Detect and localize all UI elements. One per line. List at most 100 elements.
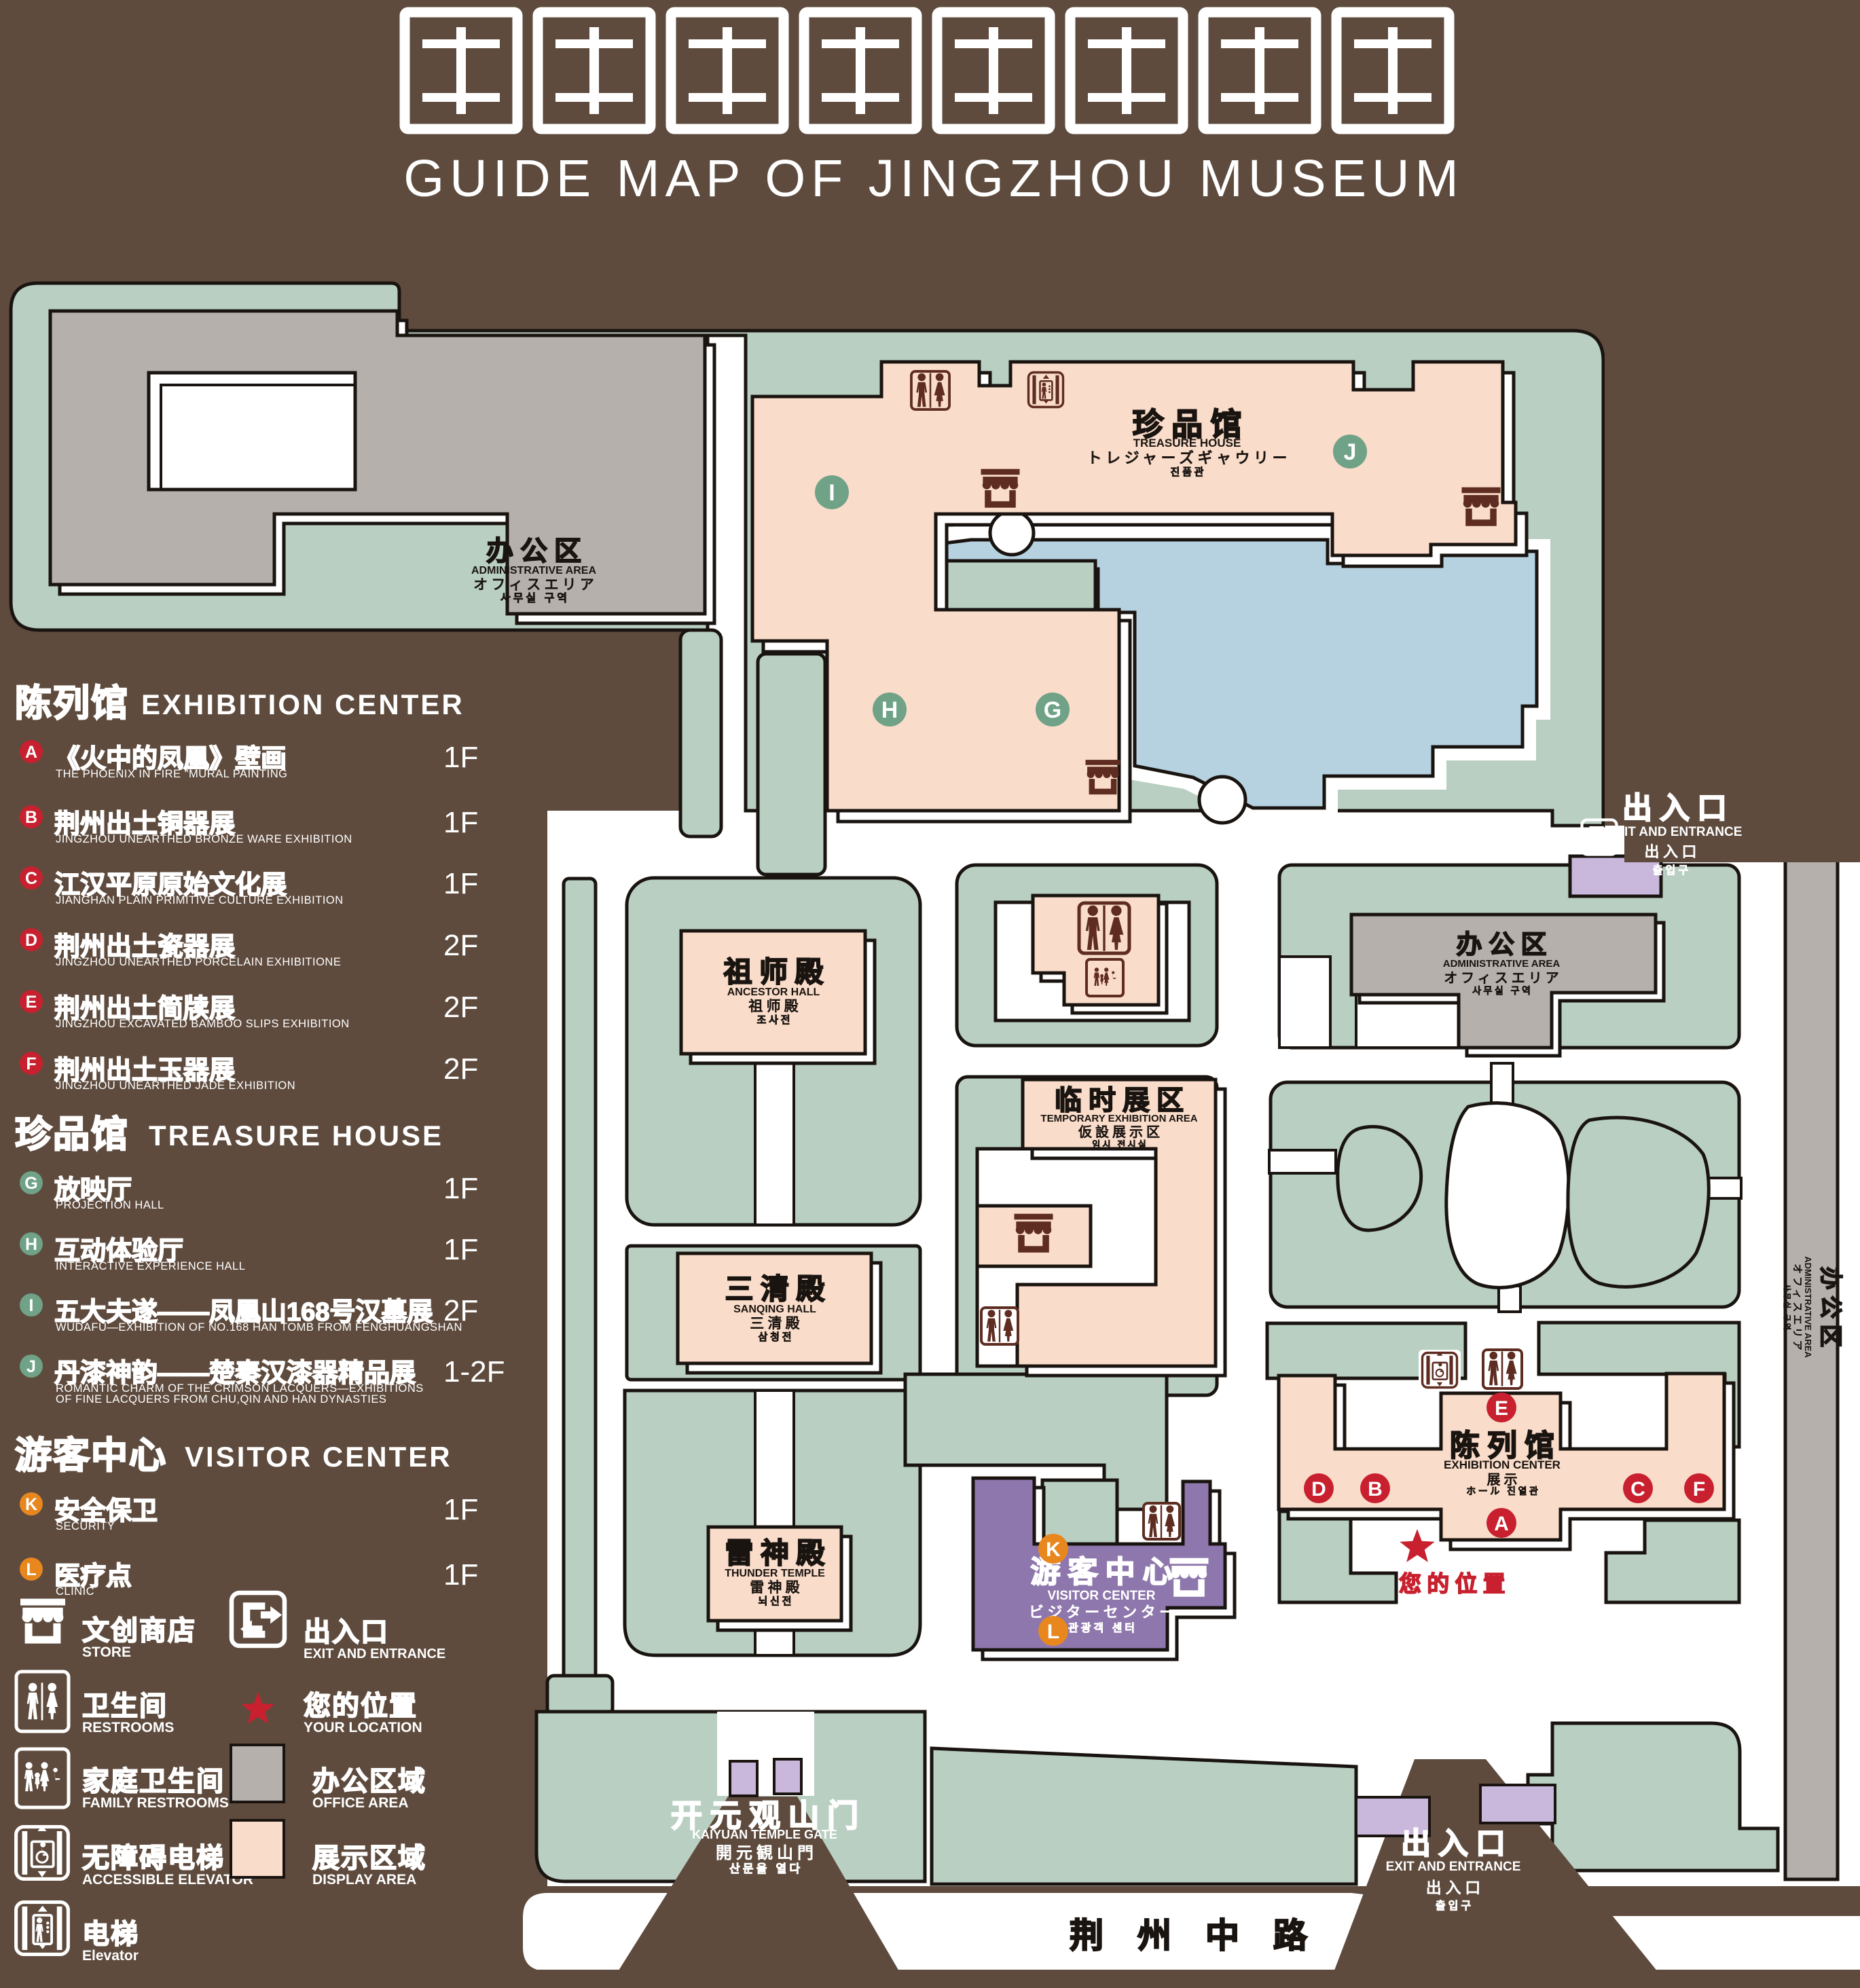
svg-text:산문을 열다: 산문을 열다 (729, 1862, 803, 1875)
svg-text:ADMINISTRATIVE AREA: ADMINISTRATIVE AREA (1443, 958, 1561, 970)
svg-text:JINGZHOU UNEARTHED PORCELAIN E: JINGZHOU UNEARTHED PORCELAIN EXHIBITIONE (56, 956, 341, 968)
svg-text:祖师殿: 祖师殿 (723, 956, 831, 988)
svg-text:办公区域: 办公区域 (312, 1767, 426, 1797)
svg-text:관광객 센터: 관광객 센터 (1068, 1621, 1137, 1634)
svg-text:オフィスエリア: オフィスエリア (1791, 1264, 1803, 1352)
svg-text:H: H (25, 1235, 37, 1254)
svg-text:CLINIC: CLINIC (56, 1585, 94, 1598)
svg-text:F: F (26, 1054, 36, 1073)
svg-text:2F: 2F (443, 1294, 478, 1327)
svg-text:K: K (25, 1495, 37, 1514)
svg-text:L: L (26, 1560, 36, 1579)
svg-text:1F: 1F (443, 1172, 478, 1205)
svg-text:トレジャーズギャウリー: トレジャーズギャウリー (1087, 449, 1291, 466)
svg-text:B: B (1368, 1478, 1383, 1501)
svg-text:사무실 구역: 사무실 구역 (500, 592, 570, 604)
svg-text:2F: 2F (443, 991, 478, 1024)
svg-text:VISITOR CENTER: VISITOR CENTER (185, 1441, 452, 1473)
svg-text:TREASURE HOUSE: TREASURE HOUSE (149, 1120, 443, 1152)
svg-text:文创商店: 文创商店 (82, 1616, 196, 1646)
svg-text:JIANGHAN PLAIN PRIMITIVE CULTU: JIANGHAN PLAIN PRIMITIVE CULTURE EXHIBIT… (56, 894, 344, 906)
svg-text:A: A (1494, 1513, 1509, 1535)
svg-text:TREASURE HOUSE: TREASURE HOUSE (1133, 437, 1241, 449)
svg-text:INTERACTIVE EXPERIENCE HALL: INTERACTIVE EXPERIENCE HALL (56, 1260, 245, 1272)
svg-text:オフィスエリア: オフィスエリア (473, 577, 598, 593)
svg-text:SECURITY: SECURITY (56, 1520, 115, 1532)
svg-text:展示: 展示 (1487, 1473, 1521, 1488)
svg-text:조사전: 조사전 (756, 1014, 792, 1026)
svg-text:VISITOR CENTER: VISITOR CENTER (1047, 1589, 1155, 1603)
svg-text:PROJECTION HALL: PROJECTION HALL (56, 1199, 164, 1211)
svg-text:出入口: 出入口 (1401, 1827, 1513, 1860)
svg-text:D: D (25, 931, 37, 950)
svg-text:游客中心: 游客中心 (15, 1435, 167, 1476)
svg-text:C: C (1630, 1478, 1645, 1501)
svg-text:A: A (25, 743, 37, 762)
svg-text:K: K (1046, 1539, 1061, 1561)
svg-text:ADMINISTRATIVE AREA: ADMINISTRATIVE AREA (1803, 1256, 1813, 1358)
svg-text:五大夫遂——凤凰山168号汉墓展: 五大夫遂——凤凰山168号汉墓展 (54, 1298, 433, 1327)
svg-text:江汉平原原始文化展: 江汉平原原始文化展 (54, 871, 287, 900)
svg-text:EXHIBITION CENTER: EXHIBITION CENTER (141, 688, 464, 720)
svg-text:开元观山门: 开元观山门 (671, 1798, 867, 1833)
svg-text:GUIDE MAP OF JINGZHOU MUSEUM: GUIDE MAP OF JINGZHOU MUSEUM (403, 149, 1464, 208)
svg-text:珍品馆: 珍品馆 (15, 1114, 129, 1155)
svg-text:SANQING HALL: SANQING HALL (733, 1304, 816, 1315)
svg-text:ADMINISTRATIVE AREA: ADMINISTRATIVE AREA (471, 565, 596, 576)
svg-text:EXIT AND ENTRANCE: EXIT AND ENTRANCE (1386, 1860, 1521, 1874)
svg-text:展示区域: 展示区域 (312, 1843, 426, 1873)
svg-text:EXIT AND ENTRANCE: EXIT AND ENTRANCE (1607, 825, 1743, 839)
svg-text:1F: 1F (443, 1558, 478, 1591)
svg-text:1F: 1F (443, 867, 478, 900)
svg-text:JINGZHOU UNEARTHED BRONZE WARE: JINGZHOU UNEARTHED BRONZE WARE EXHIBITIO… (56, 833, 352, 845)
svg-text:放映厅: 放映厅 (54, 1176, 132, 1204)
svg-text:オフィスエリア: オフィスエリア (1444, 971, 1563, 986)
svg-text:珍品馆: 珍品馆 (1133, 407, 1250, 442)
svg-text:祖师殿: 祖师殿 (748, 999, 802, 1014)
svg-text:KAIYUAN TEMPLE GATE: KAIYUAN TEMPLE GATE (692, 1828, 837, 1841)
svg-text:陈列馆: 陈列馆 (1450, 1429, 1562, 1462)
svg-text:卫生间: 卫生间 (82, 1691, 168, 1721)
svg-text:您的位置: 您的位置 (304, 1691, 418, 1721)
svg-text:WUDAFU—EXHIBITION OF NO.168 HA: WUDAFU—EXHIBITION OF NO.168 HAN TOMB FRO… (56, 1321, 462, 1333)
svg-text:办公区: 办公区 (1817, 1266, 1843, 1353)
svg-text:FAMILY RESTROOMS: FAMILY RESTROOMS (82, 1795, 229, 1811)
svg-text:THUNDER TEMPLE: THUNDER TEMPLE (725, 1568, 825, 1579)
svg-text:RESTROOMS: RESTROOMS (82, 1720, 174, 1735)
svg-text:办公区: 办公区 (486, 536, 588, 566)
svg-text:荆州出土玉器展: 荆州出土玉器展 (54, 1056, 235, 1085)
svg-text:2F: 2F (443, 1052, 478, 1086)
svg-text:G: G (24, 1174, 37, 1193)
svg-text:1F: 1F (443, 1233, 478, 1266)
svg-text:E: E (1495, 1397, 1508, 1420)
svg-text:開元観山門: 開元観山門 (716, 1844, 818, 1862)
svg-text:삼청전: 삼청전 (758, 1331, 794, 1343)
svg-text:1F: 1F (443, 806, 478, 839)
svg-text:办公区: 办公区 (1457, 931, 1554, 959)
svg-text:荆州出土简牍展: 荆州出土简牍展 (54, 995, 235, 1023)
svg-text:DISPLAY AREA: DISPLAY AREA (312, 1872, 416, 1888)
svg-text:JINGZHOU EXCAVATED BAMBOO SLIP: JINGZHOU EXCAVATED BAMBOO SLIPS EXHIBITI… (56, 1018, 350, 1030)
svg-text:F: F (1693, 1478, 1705, 1501)
svg-text:ANCESTOR HALL: ANCESTOR HALL (727, 987, 820, 998)
svg-text:2F: 2F (443, 929, 478, 962)
svg-text:사무실 구역: 사무실 구역 (1783, 1284, 1792, 1331)
svg-text:진품관: 진품관 (1170, 466, 1206, 478)
svg-text:D: D (1311, 1478, 1326, 1501)
svg-text:三清殿: 三清殿 (750, 1316, 803, 1331)
svg-text:出入口: 出入口 (304, 1617, 389, 1647)
svg-text:医疗点: 医疗点 (54, 1562, 132, 1591)
svg-text:EXHIBITION CENTER: EXHIBITION CENTER (1444, 1458, 1561, 1471)
svg-text:无障碍电梯: 无障碍电梯 (82, 1843, 225, 1873)
svg-text:电梯: 电梯 (82, 1919, 139, 1949)
svg-text:家庭卫生间: 家庭卫生间 (82, 1767, 225, 1797)
svg-text:ホール 진열관: ホール 진열관 (1466, 1486, 1540, 1496)
svg-text:H: H (881, 697, 898, 723)
svg-text:出入口: 出入口 (1622, 792, 1734, 825)
svg-text:EXIT AND ENTRANCE: EXIT AND ENTRANCE (304, 1646, 445, 1661)
svg-text:L: L (1047, 1621, 1059, 1643)
svg-text:OFFICE AREA: OFFICE AREA (312, 1795, 409, 1811)
svg-text:THE PHOENIX IN FIRE "MURAL PAI: THE PHOENIX IN FIRE "MURAL PAINTING (56, 768, 287, 780)
svg-text:荆州出土瓷器展: 荆州出土瓷器展 (54, 933, 235, 961)
svg-text:J: J (26, 1357, 36, 1376)
